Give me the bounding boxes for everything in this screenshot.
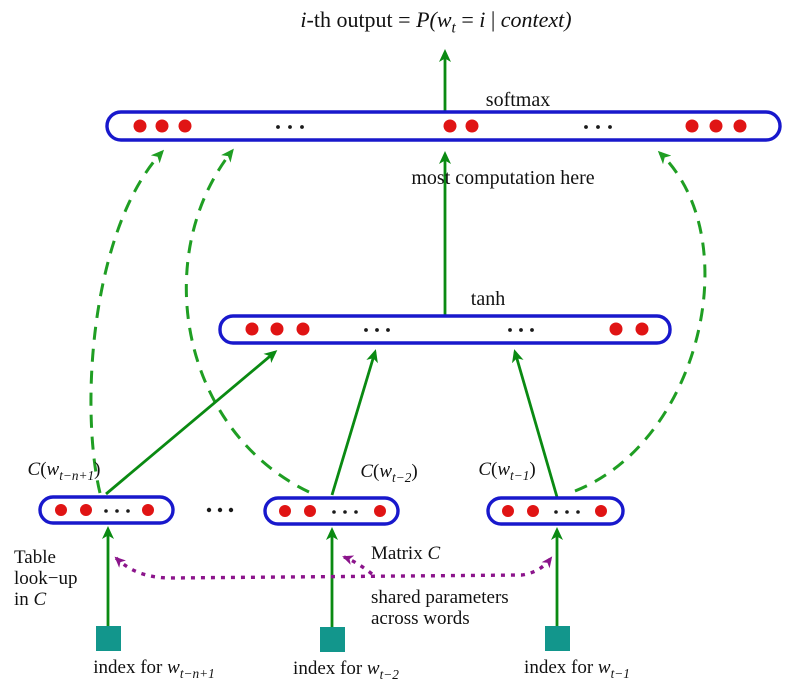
tanh-neurons xyxy=(245,322,649,336)
skip-arc-right xyxy=(574,150,707,493)
ellipsis-dot xyxy=(343,510,347,514)
index-label-middle: index for wt−2 xyxy=(293,658,399,682)
ellipsis-dot xyxy=(228,507,234,513)
neuron-dot xyxy=(142,504,154,516)
matrix-c-dotted-spur xyxy=(342,555,374,576)
neuron-dot xyxy=(733,119,747,133)
tanh-label: tanh xyxy=(470,288,506,310)
neuron-dot xyxy=(635,322,649,336)
ellipsis-dot xyxy=(206,507,212,513)
neuron-dot xyxy=(245,322,259,336)
table-lookup-line1: Table xyxy=(14,547,56,568)
neuron-dot xyxy=(155,119,169,133)
weight-sharing-connector xyxy=(114,555,553,580)
hidden-arrow-right xyxy=(512,349,559,498)
shared-parameters-line1: shared parameters xyxy=(371,587,509,608)
neuron-dot xyxy=(465,119,479,133)
neuron-dot xyxy=(270,322,284,336)
forward-arrows xyxy=(102,49,563,649)
input-square-left xyxy=(96,626,121,651)
embedding-neurons-left xyxy=(55,504,154,516)
ellipsis-dot xyxy=(276,125,280,129)
ellipsis-dot xyxy=(596,125,600,129)
ellipsis-dot xyxy=(364,328,368,332)
softmax-label: softmax xyxy=(485,89,551,111)
embedding-label-right: C(wt−1) xyxy=(478,459,536,483)
ellipsis-dot xyxy=(115,509,119,513)
skip-arc-middle xyxy=(184,148,310,494)
hidden-arrow-middle xyxy=(330,349,378,496)
hidden-arrow-left xyxy=(105,350,278,496)
neuron-dot xyxy=(374,505,386,517)
neuron-dot xyxy=(80,504,92,516)
ellipsis-dot xyxy=(354,510,358,514)
ellipsis-dot xyxy=(332,510,336,514)
neuron-dot xyxy=(304,505,316,517)
shared-parameters-line2: across words xyxy=(371,608,470,629)
skip-arc-left xyxy=(89,149,165,494)
index-label-right: index for wt−1 xyxy=(524,657,630,681)
table-lookup-line2: look−up xyxy=(14,568,78,589)
embedding-neurons-middle xyxy=(279,505,386,517)
neuron-dot xyxy=(443,119,457,133)
input-square-right xyxy=(545,626,570,651)
between-embedding-ellipsis xyxy=(206,507,234,513)
neuron-dot xyxy=(178,119,192,133)
neuron-dot xyxy=(296,322,310,336)
neuron-dot xyxy=(502,505,514,517)
ellipsis-dot xyxy=(217,507,223,513)
embedding-label-left: C(wt−n+1) xyxy=(27,459,101,483)
neuron-dot xyxy=(595,505,607,517)
ellipsis-dot xyxy=(530,328,534,332)
softmax-neurons xyxy=(133,119,747,133)
tanh-layer-box xyxy=(218,314,672,345)
neuron-dot xyxy=(133,119,147,133)
neuron-dot xyxy=(709,119,723,133)
embedding-box-middle xyxy=(263,496,400,526)
ellipsis-dot xyxy=(584,125,588,129)
index-label-left: index for wt−n+1 xyxy=(93,657,215,681)
neuron-dot xyxy=(527,505,539,517)
skip-connection-arcs xyxy=(89,148,707,494)
ellipsis-dot xyxy=(508,328,512,332)
shared-parameters-note: shared parameters across words xyxy=(371,587,509,629)
figure-title: i-th output = P(wt = i | context) xyxy=(300,7,572,37)
neuron-dot xyxy=(685,119,699,133)
matrix-c-label: Matrix C xyxy=(371,543,441,564)
ellipsis-dot xyxy=(565,510,569,514)
ellipsis-dot xyxy=(300,125,304,129)
neuron-dot xyxy=(55,504,67,516)
ellipsis-dot xyxy=(576,510,580,514)
input-square-middle xyxy=(320,627,345,652)
ellipsis-dot xyxy=(104,509,108,513)
neuron-dot xyxy=(279,505,291,517)
table-lookup-line3: in C xyxy=(14,589,47,610)
ellipsis-dot xyxy=(386,328,390,332)
computation-note: most computation here xyxy=(411,167,595,189)
ellipsis-dot xyxy=(126,509,130,513)
embedding-label-middle: C(wt−2) xyxy=(360,461,418,485)
ellipsis-dot xyxy=(288,125,292,129)
ellipsis-dot xyxy=(554,510,558,514)
matrix-c-dotted-line xyxy=(114,556,553,580)
ellipsis-dot xyxy=(608,125,612,129)
embedding-neurons-right xyxy=(502,505,607,517)
ellipsis-dot xyxy=(375,328,379,332)
neuron-dot xyxy=(609,322,623,336)
table-lookup-note: Table look−up in C xyxy=(14,547,78,610)
ellipsis-dot xyxy=(519,328,523,332)
